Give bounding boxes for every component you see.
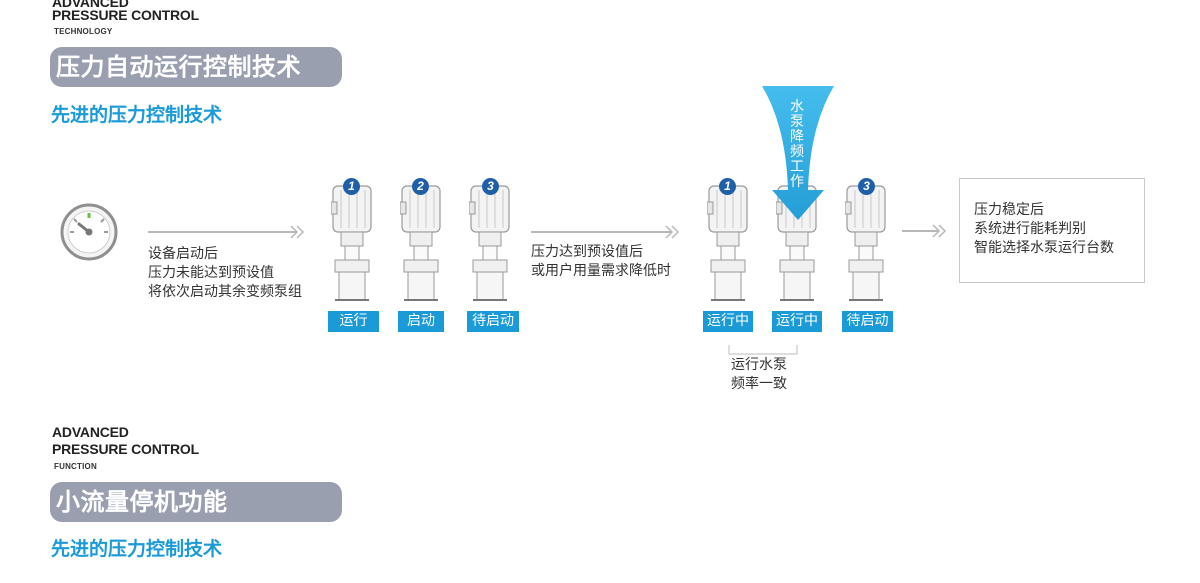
flow-arrow-3 — [902, 230, 938, 232]
arrow-label-char: 工 — [790, 159, 804, 175]
section1-subtitle: 先进的压力控制技术 — [51, 104, 223, 126]
double-chevron-icon — [931, 223, 947, 243]
flow-arrow-2 — [531, 231, 671, 233]
pump-icon — [330, 185, 372, 301]
section2-en-line2: PRESSURE CONTROL — [52, 441, 199, 457]
pump-group2-3 — [844, 178, 887, 307]
frequency-reduction-arrow-icon — [762, 86, 834, 220]
section1-en-sub: TECHNOLOGY — [54, 27, 113, 36]
pump-status-label: 运行中 — [703, 311, 753, 332]
section2-title-pill: 小流量停机功能 — [50, 482, 342, 522]
pump-number-badge: 3 — [482, 178, 499, 195]
double-chevron-icon — [289, 224, 305, 244]
result-line: 系统进行能耗判别 — [974, 221, 1086, 237]
pump-status-label: 待启动 — [842, 311, 893, 332]
bracket-line: 频率一致 — [731, 376, 787, 392]
step1-line: 将依次启动其余变频泵组 — [148, 284, 302, 300]
double-chevron-icon — [664, 224, 680, 244]
section2-en-sub: FUNCTION — [54, 462, 97, 471]
arrow-label-char: 泵 — [790, 114, 804, 130]
pump-number-badge: 2 — [412, 178, 429, 195]
result-line: 压力稳定后 — [974, 202, 1044, 218]
step1-line: 压力未能达到预设值 — [148, 265, 274, 281]
result-box: 压力稳定后 系统进行能耗判别 智能选择水泵运行台数 — [959, 178, 1145, 283]
bracket — [728, 340, 798, 355]
pump-icon — [844, 185, 886, 301]
section2-en-line1: ADVANCED — [52, 424, 129, 440]
arrow-vertical-label: 水 泵 降 频 工 作 — [789, 100, 805, 190]
section2-subtitle: 先进的压力控制技术 — [51, 538, 223, 560]
step2-line: 或用户用量需求降低时 — [531, 263, 671, 279]
step1-line: 设备启动后 — [148, 246, 218, 262]
section1-en-line2: PRESSURE CONTROL — [52, 7, 199, 23]
bracket-description: 运行水泵 频率一致 — [731, 356, 787, 394]
arrow-label-char: 降 — [790, 129, 804, 145]
arrow-label-char: 频 — [790, 144, 804, 160]
pump-number-badge: 1 — [719, 178, 736, 195]
pump-group1-3 — [468, 178, 511, 307]
bracket-line: 运行水泵 — [731, 357, 787, 373]
pressure-gauge-icon — [60, 203, 118, 261]
step2-line: 压力达到预设值后 — [531, 244, 643, 260]
pump-number-badge: 1 — [343, 178, 360, 195]
pump-icon — [706, 185, 748, 301]
step2-description: 压力达到预设值后 或用户用量需求降低时 — [531, 243, 671, 281]
pump-status-label: 启动 — [398, 311, 444, 332]
pump-number-badge: 3 — [858, 178, 875, 195]
pump-icon — [399, 185, 441, 301]
step1-description: 设备启动后 压力未能达到预设值 将依次启动其余变频泵组 — [148, 245, 302, 302]
result-line: 智能选择水泵运行台数 — [974, 240, 1114, 256]
arrow-label-char: 作 — [790, 174, 804, 190]
pump-status-label: 运行 — [328, 311, 379, 332]
pump-icon — [468, 185, 510, 301]
pump-group2-1 — [706, 178, 749, 307]
flow-arrow-1 — [148, 231, 296, 233]
pump-status-label: 待启动 — [467, 311, 519, 332]
arrow-label-char: 水 — [790, 99, 804, 115]
section1-title-pill: 压力自动运行控制技术 — [50, 47, 342, 87]
pump-status-label: 运行中 — [772, 311, 822, 332]
pump-group1-1 — [330, 178, 373, 307]
pump-group1-2 — [399, 178, 442, 307]
section1-en-line1: ADVANCED — [52, 0, 129, 10]
